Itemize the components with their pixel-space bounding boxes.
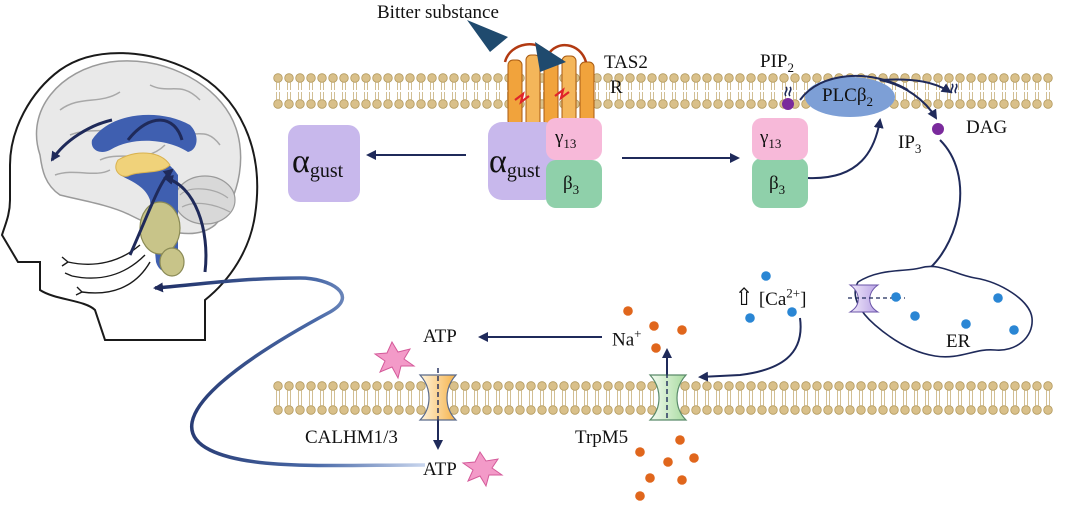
pip2-label-main: PIP [760, 51, 788, 72]
calcium-close: ] [800, 289, 807, 310]
brain-illustration [35, 60, 242, 277]
dag-molecule [950, 83, 958, 94]
alpha-gust-center [488, 122, 558, 200]
gamma13-center-sub: 13 [563, 135, 577, 151]
ip3-molecule [932, 123, 944, 135]
alpha-gust-center-label: αgust [489, 145, 540, 181]
plc-beta2-label: PLCβ2 [822, 86, 873, 108]
sodium-label: Na+ [612, 327, 642, 349]
beta3-center-sub: 3 [572, 181, 580, 197]
calcium-open: [Ca [758, 289, 787, 310]
alpha-gust-center-sub: gust [506, 159, 541, 182]
beta3-right [752, 158, 808, 208]
pip2-label: PIP2 [760, 52, 794, 74]
er-membrane [854, 265, 1033, 358]
calhm-channel [418, 368, 458, 425]
alpha-gust-left-symbol: α [292, 143, 310, 180]
gamma13-center [546, 118, 602, 160]
beta3-center-main: β [563, 173, 573, 194]
gamma13-center-main: γ [555, 127, 564, 148]
brain-pathway-arrows [50, 118, 208, 273]
beta3-right-label: β3 [769, 174, 785, 196]
plc-beta2-label-main: PLCβ [822, 85, 867, 106]
calcium-concentration-label: ⇧ [Ca2+] [734, 286, 806, 310]
bitter-ligand-1 [467, 20, 508, 52]
bitter-ligand-2 [535, 42, 566, 72]
ip3-label: IP3 [898, 133, 921, 155]
gamma13-right-label: γ13 [760, 128, 781, 150]
sodium-main: Na [612, 329, 635, 351]
plc-beta2-enzyme [805, 77, 895, 117]
ip3-label-main: IP [898, 132, 915, 153]
atp-star-upper [373, 340, 416, 380]
trpm5-label: TrpM5 [575, 427, 629, 448]
gamma13-right-sub: 13 [768, 135, 782, 151]
er-channel [848, 284, 905, 313]
alpha-gust-center-symbol: α [489, 143, 507, 180]
calcium-ions [745, 271, 1019, 335]
sodium-sup: + [634, 326, 642, 341]
tas2r-label-line2: R [610, 77, 623, 98]
atp-star-lower [461, 451, 504, 488]
tas2r-label-line1: TAS2 [604, 52, 648, 73]
nerve-signal-curve [153, 276, 426, 468]
beta3-center [546, 160, 602, 208]
beta3-center-label: β3 [563, 174, 579, 196]
nerve-fibers [61, 244, 151, 296]
plc-beta2-label-sub: 2 [866, 93, 874, 109]
pip2-label-sub: 2 [787, 59, 794, 75]
dag-label: DAG [966, 117, 1008, 138]
gamma13-center-label: γ13 [555, 128, 576, 150]
gamma13-right [752, 118, 808, 160]
top-membrane [273, 73, 1053, 109]
calcium-sup: 2+ [786, 285, 801, 301]
calcium-increase-arrow: ⇧ [734, 285, 755, 311]
alpha-gust-left [288, 125, 360, 202]
tas2r-receptor [503, 43, 595, 128]
gamma13-right-main: γ [760, 127, 769, 148]
ip3-label-sub: 3 [914, 140, 922, 156]
bitter-substance-label: Bitter substance [377, 2, 499, 23]
trpm5-channel [648, 372, 688, 421]
beta3-right-sub: 3 [778, 181, 786, 197]
alpha-gust-left-sub: gust [309, 159, 344, 182]
pip2-head [782, 98, 794, 110]
er-label: ER [946, 331, 971, 352]
atp-label-upper: ATP [423, 326, 457, 347]
alpha-gust-left-label: αgust [292, 145, 343, 181]
atp-label-lower: ATP [423, 459, 457, 480]
sodium-ions [623, 306, 699, 501]
calhm-label: CALHM1/3 [305, 427, 398, 448]
beta3-right-main: β [769, 173, 779, 194]
